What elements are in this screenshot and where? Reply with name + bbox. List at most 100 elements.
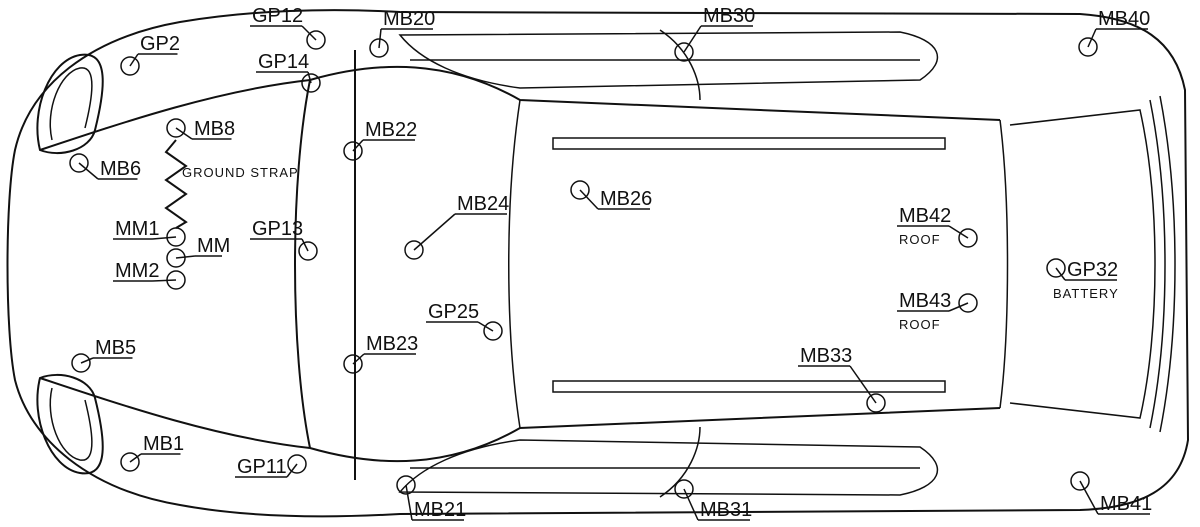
leader-line bbox=[948, 225, 969, 239]
leader-line bbox=[405, 484, 413, 521]
ground-point-marker bbox=[404, 240, 424, 260]
ground-point-marker bbox=[958, 228, 978, 248]
ground-point-label: MB8 bbox=[194, 118, 235, 140]
ground-point-mb8: MB8 bbox=[166, 118, 235, 140]
ground-point-marker bbox=[166, 227, 186, 247]
ground-point-label: MB41 bbox=[1100, 493, 1152, 515]
ground-point-marker bbox=[69, 153, 89, 173]
ground-point-mm2: MM2 bbox=[113, 260, 186, 290]
leader-line bbox=[307, 71, 312, 84]
ground-point-label: MB24 bbox=[457, 193, 509, 215]
leader-line bbox=[579, 189, 599, 210]
ground-point-label: GP2 bbox=[140, 33, 180, 55]
leader-line bbox=[413, 213, 456, 251]
ground-point-label: MB43 bbox=[899, 290, 951, 312]
leader-line bbox=[1055, 267, 1066, 281]
leader-line bbox=[849, 365, 877, 404]
leader-line bbox=[301, 238, 309, 252]
ground-point-marker bbox=[343, 141, 363, 161]
ground-point-label: MM2 bbox=[115, 260, 159, 282]
ground-point-sublabel: ROOF bbox=[899, 232, 941, 247]
ground-point-marker bbox=[298, 241, 318, 261]
ground-point-label: MB21 bbox=[414, 499, 466, 521]
leader-line bbox=[1079, 480, 1099, 515]
ground-point-label: GP14 bbox=[258, 51, 309, 73]
ground-point-gp25: GP25 bbox=[426, 301, 503, 341]
leader-line bbox=[683, 25, 702, 53]
ground-point-label: MB26 bbox=[600, 188, 652, 210]
ground-point-marker bbox=[866, 393, 886, 413]
ground-point-mb40: MB40 bbox=[1078, 8, 1150, 57]
leader-line bbox=[175, 127, 193, 140]
ground-point-gp2: GP2 bbox=[120, 33, 180, 76]
ground-point-mb41: MB41 bbox=[1070, 471, 1152, 515]
leader-line bbox=[80, 357, 94, 364]
ground-point-marker bbox=[1046, 258, 1066, 278]
leader-line bbox=[129, 453, 142, 463]
ground-point-marker bbox=[1078, 37, 1098, 57]
ground-point-label: GP25 bbox=[428, 301, 479, 323]
ground-point-gp14: GP14 bbox=[256, 51, 321, 93]
ground-point-mb23: MB23 bbox=[343, 333, 418, 374]
ground-strap: GROUND STRAP bbox=[164, 139, 299, 229]
ground-point-mb5: MB5 bbox=[71, 337, 136, 373]
ground-point-marker bbox=[71, 353, 91, 373]
ground-point-marker bbox=[570, 180, 590, 200]
ground-point-label: MB22 bbox=[365, 119, 417, 141]
ground-point-marker bbox=[958, 293, 978, 313]
ground-point-label: MB5 bbox=[95, 337, 136, 359]
leader-line bbox=[286, 463, 298, 478]
ground-point-mm1: MM1 bbox=[113, 218, 186, 247]
ground-point-mb1: MB1 bbox=[120, 433, 184, 472]
ground-point-label: MB30 bbox=[703, 5, 755, 27]
ground-strap-label: GROUND STRAP bbox=[182, 165, 299, 180]
ground-point-marker bbox=[120, 452, 140, 472]
ground-point-gp13: GP13 bbox=[250, 218, 318, 261]
leader-line bbox=[1087, 28, 1097, 48]
ground-point-mb26: MB26 bbox=[570, 180, 652, 210]
ground-point-label: MB1 bbox=[143, 433, 184, 455]
leader-line bbox=[152, 279, 177, 282]
ground-point-label: MB42 bbox=[899, 205, 951, 227]
ground-point-mb22: MB22 bbox=[343, 119, 417, 161]
ground-point-marker bbox=[483, 321, 503, 341]
ground-point-marker bbox=[306, 30, 326, 50]
ground-point-marker bbox=[120, 56, 140, 76]
ground-point-marker bbox=[674, 42, 694, 62]
ground-point-label: MB40 bbox=[1098, 8, 1150, 30]
ground-point-marker bbox=[166, 118, 186, 138]
ground-point-marker bbox=[301, 73, 321, 93]
ground-point-label: MB31 bbox=[700, 499, 752, 521]
leader-line bbox=[948, 302, 969, 312]
ground-point-marker bbox=[674, 479, 694, 499]
ground-point-label: MB33 bbox=[800, 345, 852, 367]
ground-point-mb33: MB33 bbox=[798, 345, 886, 413]
ground-point-label: MB20 bbox=[383, 8, 435, 30]
leader-line bbox=[78, 162, 99, 180]
leader-line bbox=[378, 28, 382, 49]
leader-line bbox=[129, 53, 139, 67]
ground-point-label: GP13 bbox=[252, 218, 303, 240]
ground-point-marker bbox=[166, 248, 186, 268]
ground-point-gp12: GP12 bbox=[250, 5, 326, 50]
ground-point-marker bbox=[343, 354, 363, 374]
ground-point-gp11: GP11 bbox=[235, 454, 307, 478]
ground-point-label: MB6 bbox=[100, 158, 141, 180]
ground-point-mb21: MB21 bbox=[396, 475, 466, 521]
ground-point-mm: MM bbox=[166, 235, 230, 268]
ground-point-label: GP32 bbox=[1067, 259, 1118, 281]
leader-line bbox=[352, 353, 365, 365]
ground-point-mb6: MB6 bbox=[69, 153, 141, 180]
leader-line bbox=[301, 25, 317, 41]
leader-line bbox=[683, 488, 699, 521]
ground-point-sublabel: BATTERY bbox=[1053, 286, 1119, 301]
car-outline bbox=[6, 9, 1190, 518]
leader-line bbox=[175, 255, 196, 259]
ground-point-marker bbox=[287, 454, 307, 474]
ground-point-mb24: MB24 bbox=[404, 193, 509, 260]
